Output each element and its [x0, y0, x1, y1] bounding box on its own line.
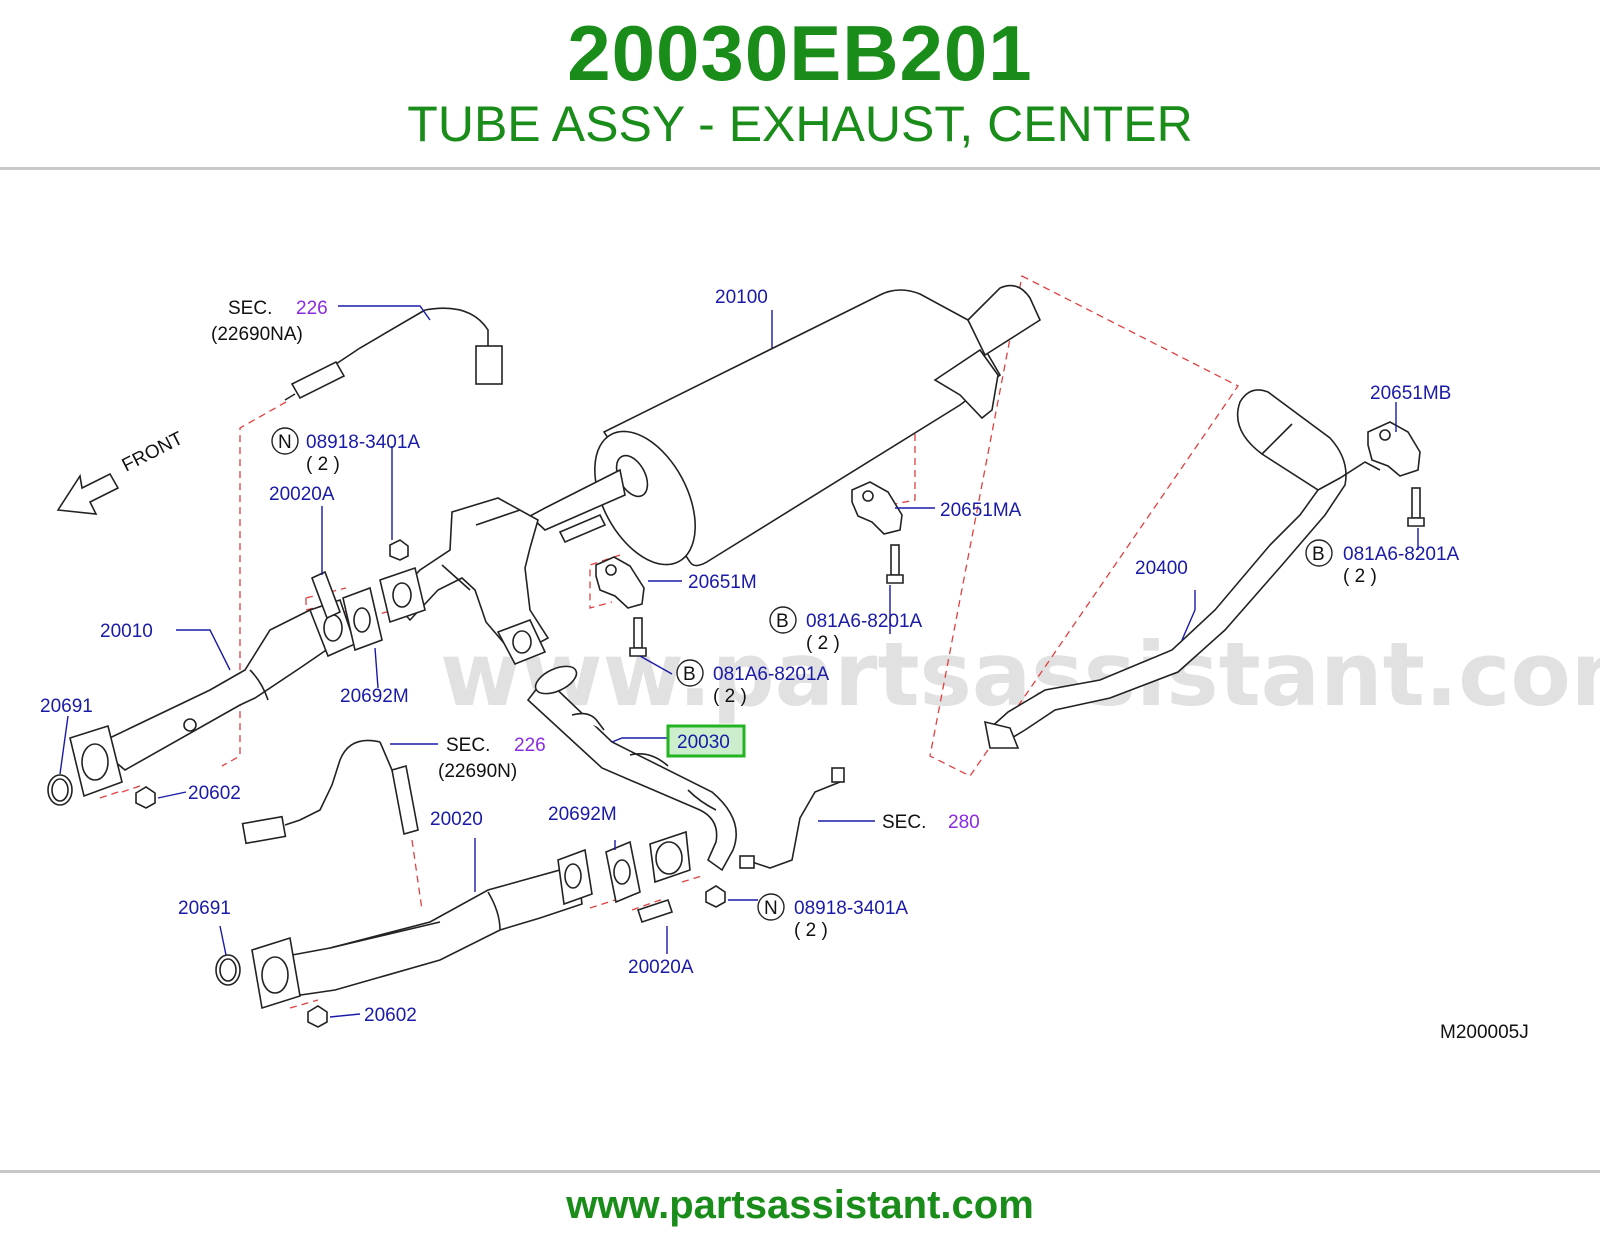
leader-lines — [59, 305, 1419, 1018]
muffler-20100[interactable] — [528, 284, 1042, 582]
nut-top — [389, 539, 409, 561]
part-description: TUBE ASSY - EXHAUST, CENTER — [407, 96, 1193, 152]
sec-ref-280[interactable]: 280 — [948, 812, 980, 833]
front-arrow: FRONT — [56, 428, 187, 515]
oxygen-sensor-mid[interactable] — [241, 739, 419, 845]
label-20651MA[interactable]: 20651MA — [940, 500, 1022, 521]
sec-label-280: SEC. — [882, 812, 926, 833]
stud-20020A-top[interactable] — [310, 570, 342, 620]
label-20691-low[interactable]: 20691 — [178, 898, 231, 919]
n-circle-top-letter: N — [278, 432, 292, 453]
ref-22690N: (22690N) — [438, 761, 517, 782]
label-20651M[interactable]: 20651M — [688, 572, 757, 593]
qty-top-n: ( 2 ) — [306, 454, 340, 475]
tail-pipe-20400[interactable] — [983, 389, 1381, 749]
qty-mid-b: ( 2 ) — [806, 633, 840, 654]
label-20691-top[interactable]: 20691 — [40, 696, 93, 717]
nut-20602-low — [307, 1005, 328, 1028]
label-20651MB[interactable]: 20651MB — [1370, 383, 1451, 404]
n-circle-low-letter: N — [764, 898, 778, 919]
qty-low-b: ( 2 ) — [713, 686, 747, 707]
label-20030[interactable]: 20030 — [677, 732, 730, 753]
b-circle-right — [1305, 539, 1333, 567]
oxygen-sensor-top[interactable] — [284, 307, 503, 401]
highlight-box-20030[interactable] — [666, 724, 746, 758]
bolt-mid — [886, 544, 904, 584]
sec-ref-226-top[interactable]: 226 — [296, 298, 328, 319]
label-08918-3401A-low[interactable]: 08918-3401A — [794, 898, 908, 919]
front-label: FRONT — [119, 428, 187, 477]
ref-22690NA: (22690NA) — [211, 324, 303, 345]
footer-divider — [0, 1170, 1600, 1173]
label-08918-3401A-top[interactable]: 08918-3401A — [306, 432, 420, 453]
hanger-20651MA[interactable] — [851, 481, 903, 535]
n-circle-top — [271, 427, 299, 455]
sec-label-226-mid: SEC. — [446, 735, 490, 756]
gasket-20691-top[interactable] — [47, 774, 73, 806]
bolt-upper-right — [1407, 487, 1425, 527]
label-20100[interactable]: 20100 — [715, 287, 768, 308]
stud-20020A-low[interactable] — [636, 898, 674, 924]
rear-pipe-20020[interactable] — [251, 848, 593, 1010]
label-20692M-low[interactable]: 20692M — [548, 804, 617, 825]
qty-right-b: ( 2 ) — [1343, 566, 1377, 587]
header-divider — [0, 167, 1600, 170]
exhaust-diagram: www.partsassistant.com — [40, 275, 1600, 1043]
diagram-code: M200005J — [1440, 1022, 1529, 1043]
label-20010[interactable]: 20010 — [100, 621, 153, 642]
gasket-20692M-top[interactable] — [342, 586, 383, 652]
footer-site-link[interactable]: www.partsassistant.com — [566, 1183, 1034, 1227]
center-tube-20030[interactable] — [379, 497, 737, 884]
nut-20602-top — [135, 786, 156, 809]
bolt-low — [629, 617, 647, 657]
sec-label-226-top: SEC. — [228, 298, 272, 319]
sensor-sec280[interactable] — [739, 767, 845, 869]
nut-low — [705, 885, 726, 908]
label-20602-top[interactable]: 20602 — [188, 783, 241, 804]
header: 20030EB201 TUBE ASSY - EXHAUST, CENTER — [0, 0, 1600, 170]
label-20020A-top[interactable]: 20020A — [269, 484, 335, 505]
b-circle-low-letter: B — [683, 664, 696, 685]
b-circle-mid-letter: B — [776, 611, 789, 632]
labels: SEC. 226 (22690NA) 20100 20651MB N 08918… — [40, 287, 1529, 1043]
label-081A6-8201A-low[interactable]: 081A6-8201A — [713, 664, 830, 685]
b-circle-low — [676, 659, 704, 687]
part-number-title: 20030EB201 — [567, 9, 1033, 97]
sec-ref-226-mid[interactable]: 226 — [514, 735, 546, 756]
front-pipe-20010[interactable] — [69, 598, 356, 798]
n-circle-low — [757, 893, 785, 921]
qty-low-n: ( 2 ) — [794, 920, 828, 941]
label-20400[interactable]: 20400 — [1135, 558, 1188, 579]
label-081A6-8201A-right[interactable]: 081A6-8201A — [1343, 544, 1460, 565]
hanger-20651M[interactable] — [595, 556, 645, 609]
label-20692M-top[interactable]: 20692M — [340, 686, 409, 707]
b-circle-right-letter: B — [1312, 544, 1325, 565]
label-20020A-low[interactable]: 20020A — [628, 957, 694, 978]
label-20602-low[interactable]: 20602 — [364, 1005, 417, 1026]
b-circle-mid — [769, 606, 797, 634]
gasket-20691-low[interactable] — [215, 954, 241, 986]
label-20020[interactable]: 20020 — [430, 809, 483, 830]
hanger-20651MB[interactable] — [1367, 421, 1421, 477]
label-081A6-8201A-mid[interactable]: 081A6-8201A — [806, 611, 923, 632]
gasket-20692M-low[interactable] — [605, 840, 641, 904]
